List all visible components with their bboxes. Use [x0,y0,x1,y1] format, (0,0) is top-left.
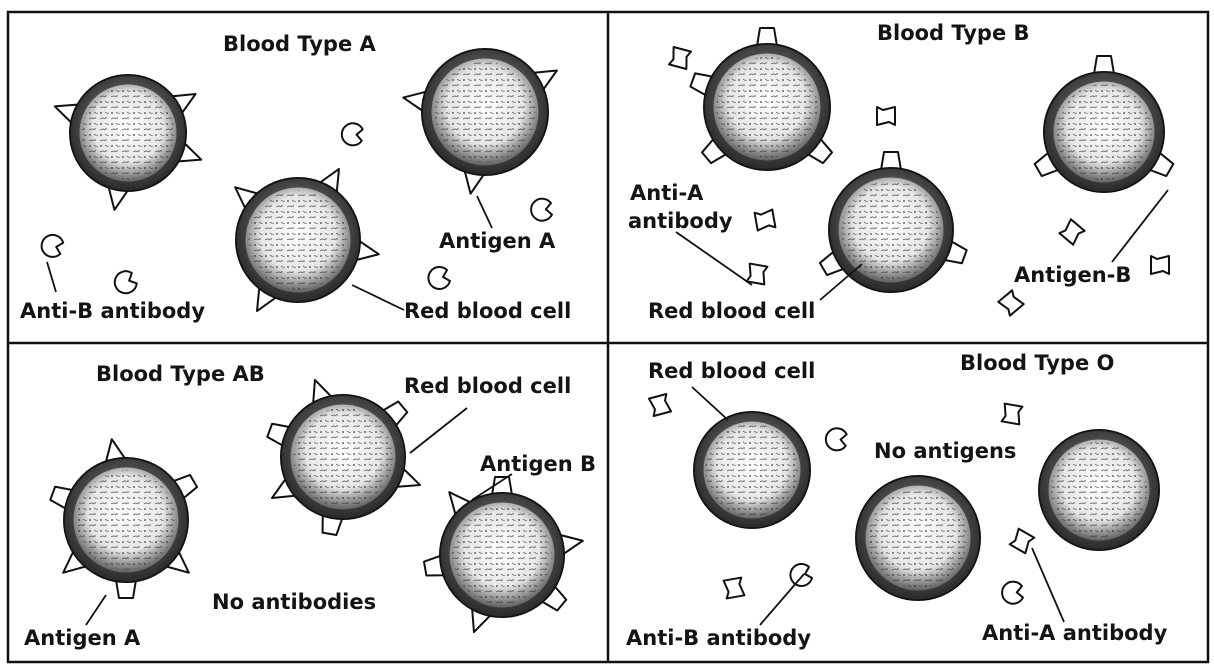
panel-ab-note: No antibodies [212,590,376,614]
anti-a-antibody-icon [755,210,776,231]
cell-texture [717,57,818,158]
anti-a-antibody-icon [724,578,745,599]
panel-b-antibody-label-1: Anti-A [630,181,704,205]
leader-red-cell-ab [410,408,467,453]
anti-a-antibody-icon [1002,404,1023,425]
panel-o-cell-label: Red blood cell [648,359,815,383]
anti-a-antibody-icon [669,47,691,69]
anti-a-antibody-icon [877,107,895,125]
red-blood-cell [424,477,583,632]
anti-a-antibody-icon [1010,529,1035,554]
anti-b-antibody-icon [339,120,367,148]
leader-antigen-a [477,196,492,228]
leader-antigen-a-ab [86,595,106,625]
red-blood-cell [856,476,980,600]
leader-anti-b-o [760,574,804,625]
red-blood-cell [403,49,557,194]
cell-texture [293,407,392,506]
anti-b-antibody-icon [113,270,138,295]
red-blood-cell [55,75,202,210]
leader-anti-a-b [676,232,752,285]
panel-a-antibody-label: Anti-B antibody [20,299,205,323]
anti-a-antibody-icon [747,264,768,285]
cell-texture [248,190,347,289]
cell-texture [868,488,967,587]
red-blood-cell [690,28,832,170]
panel-ab-title: Blood Type AB [96,362,265,386]
red-blood-cell [1039,430,1159,550]
anti-b-antibody-icon [428,267,450,289]
red-blood-cell [50,439,197,598]
panel-o-antibody-b-label: Anti-B antibody [626,626,811,650]
red-blood-cell [267,380,420,535]
cell-texture [1051,442,1147,538]
panel-a-cell-label: Red blood cell [404,299,571,323]
leader-anti-b-a [47,262,56,292]
anti-b-antibody-icon [529,197,554,222]
panel-b-title: Blood Type B [877,21,1030,45]
anti-a-antibody-icon [998,290,1023,315]
red-blood-cell [694,412,810,528]
cells-layer [50,28,1173,632]
panel-b-cell-label: Red blood cell [648,299,815,323]
panel-o-antibody-a-label: Anti-A antibody [982,621,1168,645]
antibodies-layer [38,47,1169,605]
cell-texture [706,424,799,517]
leader-red-cell-a [352,285,404,310]
panel-ab-antigen-b-label: Antigen B [480,452,596,476]
panel-a-antigen-label: Antigen A [439,229,556,253]
cell-texture [76,470,175,569]
red-blood-cell [1035,56,1174,192]
anti-b-antibody-icon [38,231,68,261]
cell-texture [82,87,175,180]
panel-o-title: Blood Type O [960,351,1114,375]
anti-a-antibody-icon [649,394,671,416]
panel-b-antibody-label-2: antibody [628,209,733,233]
panel-o-note: No antigens [874,439,1016,463]
anti-a-antibody-icon [1059,219,1084,244]
leader-anti-a-o [1032,548,1064,622]
anti-b-antibody-icon [790,564,812,586]
cell-texture [841,180,940,279]
leader-red-cell-o [692,387,728,420]
panel-ab-antigen-a-label: Antigen A [24,626,141,650]
cell-texture [452,505,551,604]
anti-b-antibody-icon [1000,580,1025,605]
panel-ab-cell-label: Red blood cell [404,374,571,398]
red-blood-cell [235,169,379,311]
cell-texture [435,62,536,163]
cell-texture [1056,84,1152,180]
leader-antigen-b [1112,190,1168,262]
panel-a-title: Blood Type A [223,32,377,56]
red-blood-cell [820,152,967,292]
panel-b-antigen-label: Antigen-B [1014,263,1131,287]
anti-a-antibody-icon [1151,256,1169,274]
anti-b-antibody-icon [823,425,851,453]
